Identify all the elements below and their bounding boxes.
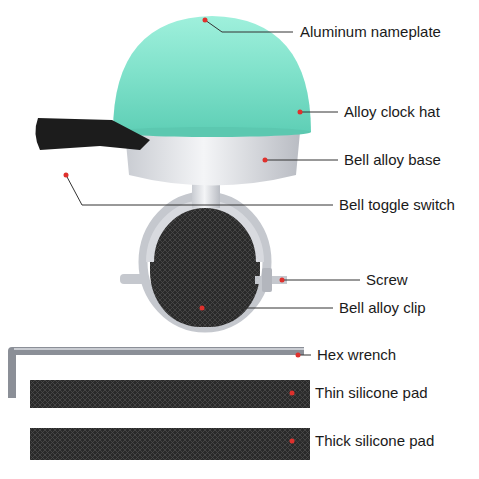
bell-dome xyxy=(113,16,311,132)
part-label: Alloy clock hat xyxy=(344,103,440,121)
part-label: Thin silicone pad xyxy=(315,384,428,402)
toggle-switch xyxy=(35,118,150,150)
part-label: Bell alloy clip xyxy=(339,299,426,317)
bell-base xyxy=(125,132,300,186)
part-label: Thick silicone pad xyxy=(315,432,434,450)
leader-dots xyxy=(64,18,303,444)
bell-stem xyxy=(192,182,220,208)
part-label: Screw xyxy=(366,271,408,289)
part-label: Bell toggle switch xyxy=(339,196,455,214)
part-label: Bell alloy base xyxy=(344,151,441,169)
thick-pad xyxy=(30,428,310,460)
dome-rim xyxy=(113,127,311,137)
part-label: Aluminum nameplate xyxy=(300,23,441,41)
thin-pad xyxy=(30,380,310,408)
leader-lines xyxy=(66,20,360,441)
part-label: Hex wrench xyxy=(317,346,396,364)
